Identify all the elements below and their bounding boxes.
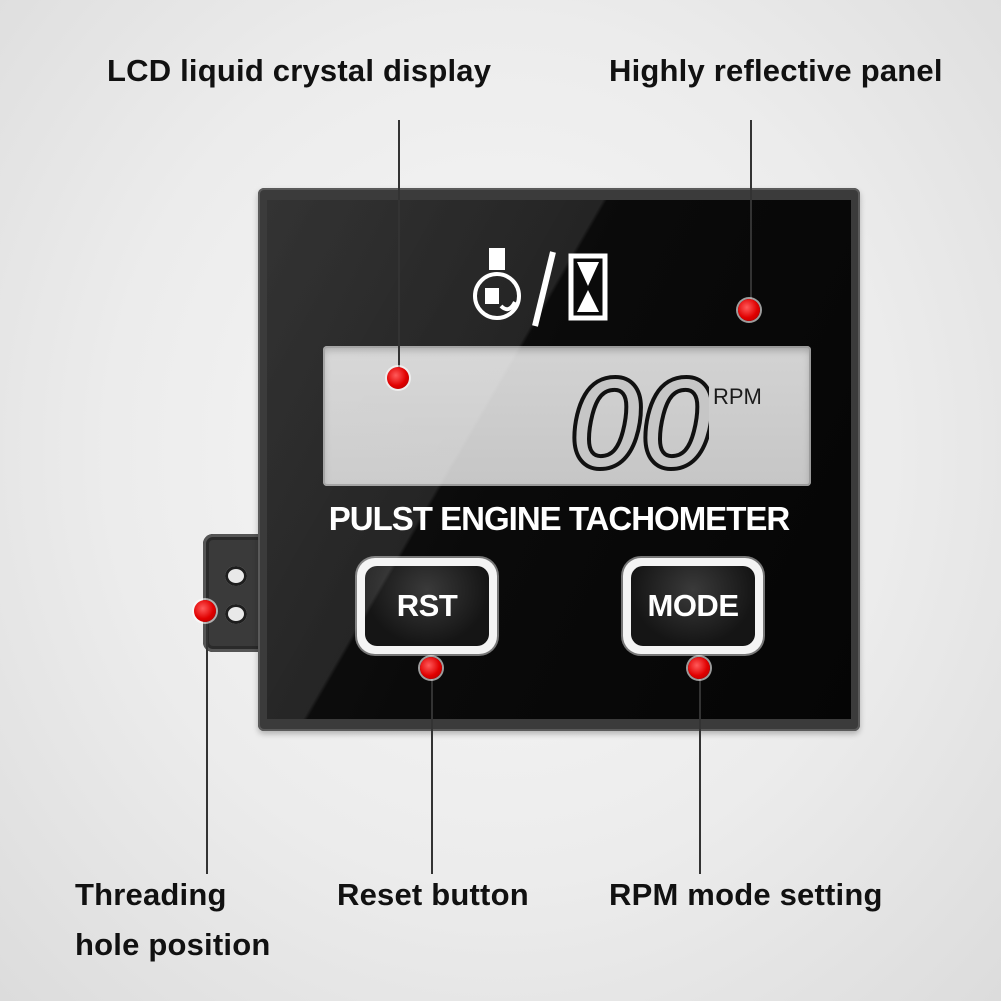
lcd-unit-label: RPM [713,384,762,409]
product-name: PULST ENGINE TACHOMETER [328,500,790,537]
leader-line-rpm-mode [699,668,701,874]
marker-threading [194,600,216,622]
callout-threading-label: Threading hole position [75,870,270,969]
reset-button-label: RST [365,566,489,646]
lcd-digit-readout: 00 [569,362,709,474]
callout-rpm-mode-label: RPM mode setting [609,877,883,912]
device-bezel: 00 RPM PULST ENGINE TACHOMETER RST MODE [258,188,860,731]
engine-hour-icon [473,248,521,320]
lcd-value: 00 [571,362,709,474]
reflective-panel: 00 RPM PULST ENGINE TACHOMETER RST MODE [267,200,851,719]
status-icons [473,248,608,327]
leader-line-panel [750,120,752,310]
lcd-display: 00 RPM [323,346,811,486]
threading-hole-upper [225,566,247,586]
leader-line-lcd [398,120,400,378]
threading-hole-lower [225,604,247,624]
icon-separator-slash [532,251,556,327]
leader-line-reset [431,668,433,874]
tachometer-device: 00 RPM PULST ENGINE TACHOMETER RST MODE [203,188,860,731]
marker-panel [738,299,760,321]
callout-reset-label: Reset button [337,877,529,912]
callout-threading-line1: Threading [75,877,227,912]
reset-button[interactable]: RST [357,558,497,654]
marker-reset [420,657,442,679]
hourglass-icon [568,253,608,321]
marker-lcd [387,367,409,389]
callout-lcd-label: LCD liquid crystal display [107,53,492,88]
leader-line-threading [206,612,208,874]
mode-button-label: MODE [631,566,755,646]
mode-button[interactable]: MODE [623,558,763,654]
marker-rpm-mode [688,657,710,679]
callout-panel-label: Highly reflective panel [609,53,943,88]
callout-threading-line2: hole position [75,926,271,962]
